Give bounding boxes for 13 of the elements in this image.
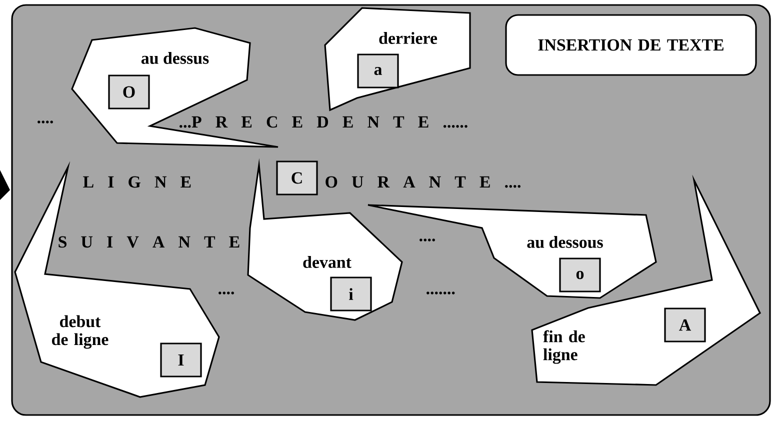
text-row: .... (38, 120, 53, 124)
key-box: C (276, 160, 318, 196)
text-row: .... (420, 238, 435, 242)
key-box: A (664, 308, 706, 342)
text-row: .... (218, 292, 234, 294)
key-box: a (357, 54, 399, 88)
key-box: i (330, 276, 372, 312)
key-box: o (559, 258, 601, 292)
key-box: I (160, 342, 202, 378)
key-box: O (108, 74, 150, 110)
text-row: L I G N E (83, 176, 191, 188)
title-box: INSERTION DE TEXTE (505, 14, 757, 76)
text-row: ....... (426, 292, 455, 294)
